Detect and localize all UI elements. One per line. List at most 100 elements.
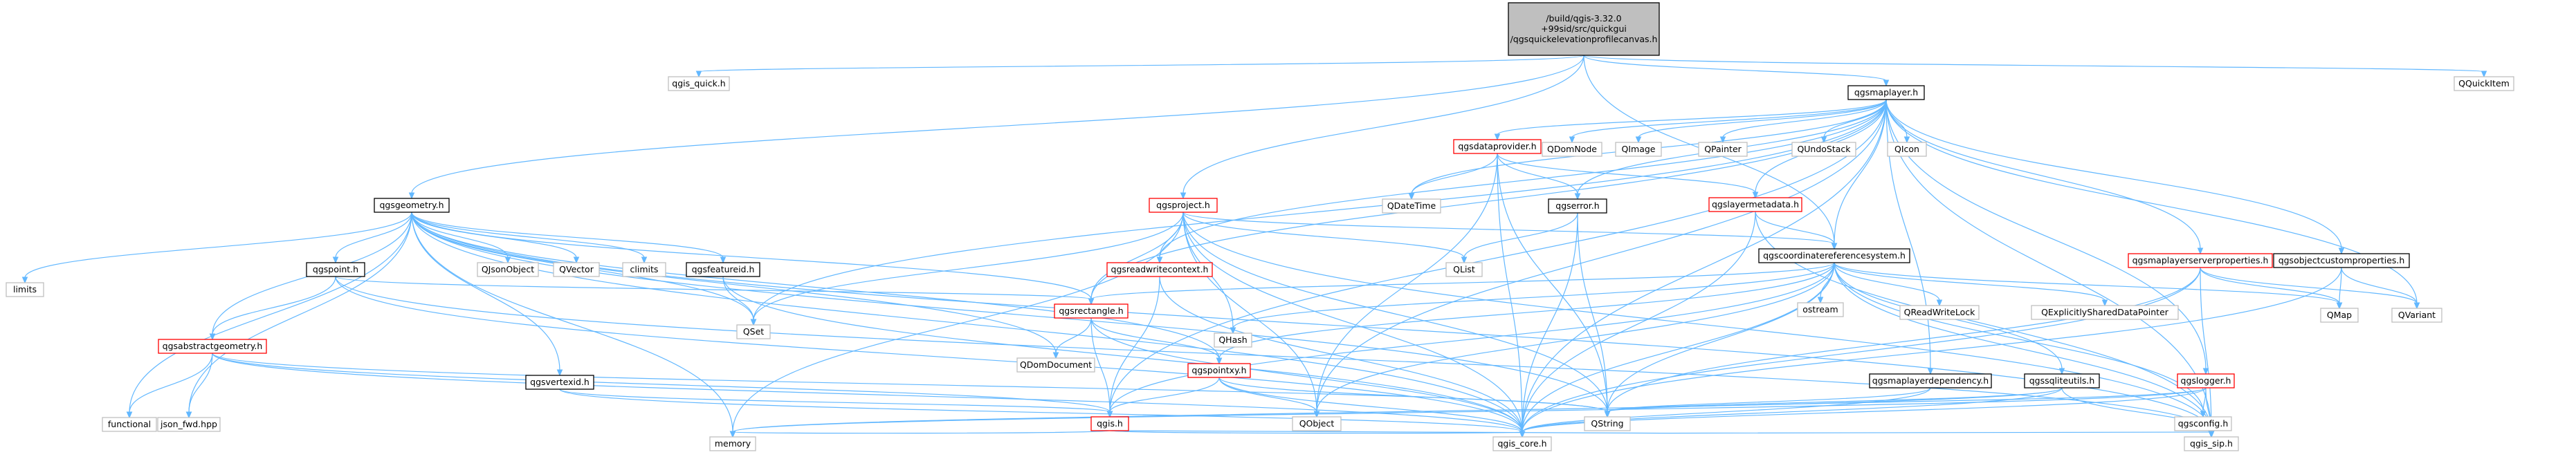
- arrowhead: [408, 192, 415, 200]
- node-qgis[interactable]: qgis.h: [1090, 416, 1129, 431]
- node-qgsobjectcustomproperties[interactable]: qgsobjectcustomproperties.h: [2273, 253, 2410, 268]
- node-box: [6, 282, 44, 297]
- arrowhead: [2338, 247, 2345, 255]
- node-qgslayermetadata[interactable]: qgslayermetadata.h: [1708, 197, 1802, 212]
- node-qgsdataprovider[interactable]: qgsdataprovider.h: [1453, 139, 1542, 154]
- node-box: [1054, 303, 1129, 319]
- edge-qgsgeometry-to-qgspoint: [332, 212, 412, 264]
- node-qgsrectangle[interactable]: qgsrectangle.h: [1054, 303, 1129, 319]
- node-qgsabstractgeometry[interactable]: qgsabstractgeometry.h: [158, 339, 267, 354]
- edge-line: [732, 387, 2207, 433]
- edge-qgsrectangle-to-qdomdocument: [1052, 317, 1092, 359]
- node-qgscoordinatereferencesystem[interactable]: qgscoordinatereferencesystem.h: [1758, 248, 1910, 263]
- node-memory: memory: [709, 436, 756, 451]
- node-label: qgis_sip.h: [2190, 438, 2233, 449]
- edge-line: [188, 212, 412, 413]
- node-qgserror[interactable]: qgserror.h: [1548, 198, 1607, 214]
- edge-line: [1522, 387, 2207, 433]
- node-qlist: QList: [1445, 262, 1483, 277]
- node-root[interactable]: /build/qgis-3.32.0+99sid/src/quickgui/qg…: [1508, 2, 1660, 56]
- node-box: [1548, 198, 1607, 214]
- edge-line: [1411, 153, 1498, 195]
- node-label: QHash: [1218, 335, 1247, 345]
- node-box: [2174, 416, 2232, 431]
- node-qgsmaplayerdependency[interactable]: qgsmaplayerdependency.h: [1869, 373, 1992, 388]
- node-label: /build/qgis-3.32.0: [1546, 13, 1621, 24]
- arrowhead: [2058, 368, 2065, 375]
- arrowhead: [209, 333, 216, 341]
- edge-line: [1182, 212, 1608, 413]
- edge-line: [1218, 262, 1835, 359]
- edge-qgsgeometry-to-json_fwd: [185, 212, 412, 419]
- edge-qgssqliteutils-to-memory: [729, 387, 2063, 438]
- node-label: QList: [1453, 264, 1475, 274]
- edge-qgsmaplayer-to-qset: [750, 99, 1887, 326]
- node-qgsmaplayer[interactable]: qgsmaplayer.h: [1847, 85, 1925, 100]
- node-label: QReadWriteLock: [1904, 307, 1976, 317]
- node-qgsreadwritecontext[interactable]: qgsreadwritecontext.h: [1106, 262, 1213, 277]
- node-label: QIcon: [1894, 144, 1919, 154]
- edge-qgslogger-to-qgis_core: [1519, 387, 2207, 438]
- edge-qgsgeometry-to-limits: [21, 212, 412, 284]
- node-label: qgslayermetadata.h: [1712, 199, 1799, 209]
- edge-line: [2341, 267, 2418, 304]
- edge-qgsgeometry-to-qgis_core: [411, 212, 1526, 438]
- arrowhead: [1461, 256, 1468, 264]
- node-box: [1492, 436, 1552, 451]
- node-qgsproject[interactable]: qgsproject.h: [1149, 198, 1218, 213]
- node-layer: /build/qgis-3.32.0+99sid/src/quickgui/qg…: [6, 2, 2514, 451]
- node-limits: limits: [6, 282, 44, 297]
- arrowhead: [1230, 327, 1236, 335]
- arrowhead: [1408, 193, 1415, 200]
- node-qmap: QMap: [2320, 308, 2359, 323]
- node-qgsfeatureid[interactable]: qgsfeatureid.h: [686, 262, 760, 277]
- edge-line: [1159, 212, 1184, 259]
- arrowhead: [1719, 136, 1726, 144]
- node-qgssqliteutils[interactable]: qgssqliteutils.h: [2024, 373, 2100, 388]
- edge-line: [1823, 99, 1887, 138]
- node-box: [2273, 253, 2410, 268]
- edge-root-to-qquickitem: [1583, 55, 2487, 78]
- node-box: [1149, 198, 1218, 213]
- edge-line: [335, 212, 412, 259]
- edge-line: [1522, 262, 1835, 433]
- edge-qgsabstractgeometry-to-json_fwd: [185, 353, 213, 419]
- node-box: [668, 76, 730, 91]
- node-qgsmaplayerserverproperties[interactable]: qgsmaplayerserverproperties.h: [2128, 253, 2273, 268]
- node-box: [1615, 142, 1662, 157]
- edge-line: [1885, 99, 2212, 433]
- node-box: [477, 262, 539, 277]
- edge-qgsproject-to-qgis_core: [1182, 212, 1526, 438]
- node-box: [1508, 2, 1660, 56]
- node-box: [1016, 357, 1095, 373]
- node-qgsvertexid[interactable]: qgsvertexid.h: [525, 375, 594, 390]
- edge-line: [732, 212, 1184, 433]
- node-label: QMap: [2327, 310, 2352, 320]
- node-label: QDomDocument: [1020, 359, 1092, 370]
- edge-line: [1583, 55, 1887, 82]
- node-box: [2024, 373, 2100, 388]
- node-label: qgspoint.h: [313, 264, 358, 274]
- edge-line: [2200, 267, 2418, 304]
- node-qgspointxy[interactable]: qgspointxy.h: [1187, 363, 1251, 378]
- node-box: [1869, 373, 1992, 388]
- node-box: [1106, 262, 1213, 277]
- arrowhead: [1106, 411, 1113, 418]
- node-box: [157, 417, 221, 432]
- node-qgsgeometry[interactable]: qgsgeometry.h: [374, 198, 450, 213]
- node-label: QPainter: [1704, 144, 1742, 154]
- edge-qgspointxy-to-qgis_core: [1218, 377, 1526, 438]
- edge-line: [1522, 212, 1578, 433]
- arrowhead: [1088, 298, 1095, 306]
- node-qdomdocument: QDomDocument: [1016, 357, 1095, 373]
- arrowhead: [1883, 79, 1890, 87]
- node-qgslogger[interactable]: qgslogger.h: [2177, 373, 2235, 388]
- edge-line: [1834, 262, 2340, 304]
- edge-line: [129, 212, 412, 413]
- edge-line: [411, 212, 1092, 300]
- node-qgis_core: qgis_core.h: [1492, 436, 1552, 451]
- edge-root-to-qgsproject: [1180, 55, 1584, 200]
- node-label: QExplicitlySharedDataPointer: [2041, 307, 2169, 317]
- node-box: [1887, 142, 1927, 157]
- node-qgspoint[interactable]: qgspoint.h: [306, 262, 365, 277]
